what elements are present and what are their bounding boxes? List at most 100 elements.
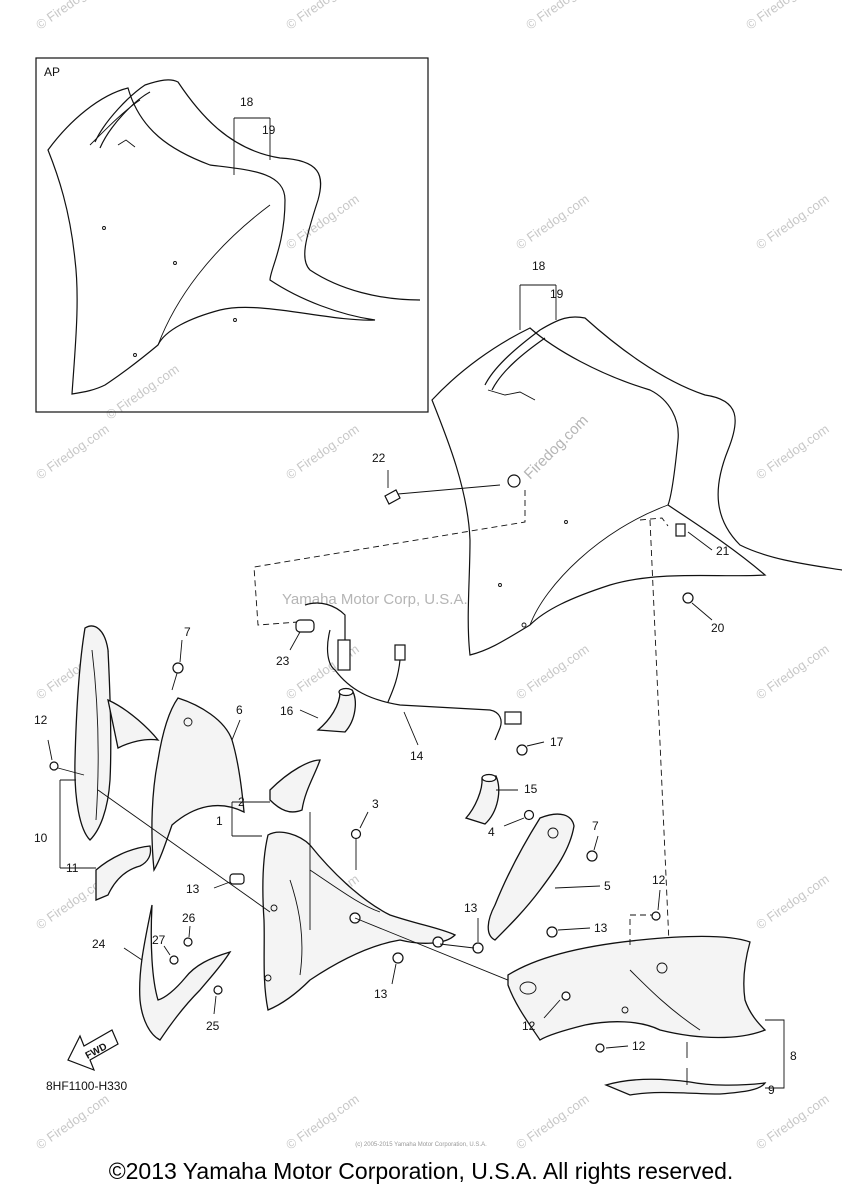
dashed-guide-12 <box>629 914 652 945</box>
callout-9: 9 <box>768 1083 775 1097</box>
damper <box>464 775 500 825</box>
screw-20 <box>682 592 694 604</box>
inset-windshield-crease <box>157 204 271 346</box>
panel-hole <box>183 717 193 727</box>
panel <box>151 697 245 873</box>
inner-cover-2 <box>269 759 321 813</box>
cowling-hole <box>621 1006 629 1014</box>
cowling-8: 8 9 12 12 12 <box>507 873 797 1097</box>
callout-18: 18 <box>532 259 546 273</box>
inset-leader-18-19 <box>233 117 271 175</box>
leader-7b <box>593 835 599 851</box>
bolt-7 <box>172 662 184 674</box>
callout-21: 21 <box>716 544 730 558</box>
panel-10-ridge <box>91 649 99 821</box>
stay-boss <box>394 644 406 661</box>
cover-24: 24 26 27 25 <box>92 904 232 1041</box>
dashed-guide <box>253 490 526 626</box>
fwd-arrow-shape <box>67 1029 119 1072</box>
well-nut-21 <box>675 523 686 537</box>
watermark: © Firedog.com <box>33 421 112 482</box>
callout-8: 8 <box>790 1049 797 1063</box>
leader-12b <box>657 889 661 911</box>
screw-head <box>350 828 362 840</box>
leader-24 <box>123 947 143 961</box>
watermark: © Firedog.com <box>753 871 832 932</box>
callout-26: 26 <box>182 911 196 925</box>
windshield-assembly: 18 19 <box>431 259 842 656</box>
bolt-shaft-line <box>397 484 501 495</box>
leader-18-19 <box>519 284 557 330</box>
callout-10: 10 <box>34 831 48 845</box>
screw-26 <box>183 937 193 947</box>
callout-5: 5 <box>604 879 611 893</box>
stay-tab <box>504 711 522 725</box>
dashed-guide-21 <box>639 517 669 527</box>
collar-13 <box>472 942 484 954</box>
dashed-guide-long <box>649 519 673 1011</box>
callout-13b: 13 <box>464 901 478 915</box>
leader-3 <box>359 811 369 829</box>
screw-25 <box>213 985 223 995</box>
stay-bar <box>304 602 502 741</box>
callout-25: 25 <box>206 1019 220 1033</box>
callout-27: 27 <box>152 933 166 947</box>
callout-3: 3 <box>372 797 379 811</box>
watermark: © Firedog.com <box>753 421 832 482</box>
leader-27 <box>163 945 171 956</box>
damper-top <box>338 687 354 697</box>
cowling-inner-edge <box>309 869 381 913</box>
leader-13d <box>391 963 397 985</box>
callout-12d: 12 <box>632 1039 646 1053</box>
assembly-line-13d <box>354 917 521 986</box>
watermark: © Firedog.com <box>523 0 602 32</box>
watermark: © Firedog.com <box>753 191 832 252</box>
inner-panel-10 <box>74 625 112 841</box>
callout-7a: 7 <box>184 625 191 639</box>
callout-18-inset: 18 <box>240 95 254 109</box>
callout-1: 1 <box>216 814 223 828</box>
trim-9 <box>604 1078 767 1096</box>
watermark: © Firedog.com <box>33 0 112 32</box>
collar-13 <box>546 926 558 938</box>
bolt-7b <box>586 850 598 862</box>
screw-3: 3 <box>350 797 379 870</box>
windshield <box>431 327 767 656</box>
tiny-copyright-notice: (c) 2005-2015 Yamaha Motor Corporation, … <box>355 1142 487 1148</box>
windshield-crease <box>529 504 669 626</box>
callout-6: 6 <box>236 703 243 717</box>
stay-bracket <box>337 639 351 671</box>
bolt-22: 22 <box>253 451 526 626</box>
leader-12d <box>605 1045 629 1049</box>
cover <box>139 904 232 1041</box>
bolt-head <box>384 489 401 505</box>
inset-hole <box>102 226 106 230</box>
leader-8-9 <box>765 1019 785 1089</box>
stamp-watermark: Yamaha Motor Corp, U.S.A. <box>282 591 468 608</box>
cowling-hole <box>519 981 537 995</box>
collar-13 <box>229 873 245 885</box>
leader-10-11 <box>59 779 96 869</box>
bolts-20-21: 21 20 <box>639 517 730 1011</box>
callout-13a: 13 <box>186 882 200 896</box>
callout-15: 15 <box>524 782 538 796</box>
fwd-arrow: FWD <box>67 1029 119 1072</box>
stamp-watermark: Firedog.com <box>521 412 592 483</box>
screw-12 <box>561 991 571 1001</box>
cowling-crease <box>629 969 701 1031</box>
cowling-hole <box>264 974 272 982</box>
leader-13a <box>213 881 231 889</box>
damper-15: 15 <box>464 773 538 825</box>
trim-strip <box>484 316 842 571</box>
leader-4 <box>503 817 525 827</box>
leader-26 <box>188 925 191 938</box>
assembly-line <box>97 789 271 913</box>
inset-trim-inner <box>99 91 151 149</box>
callout-14: 14 <box>410 749 424 763</box>
collar-13 <box>392 952 404 964</box>
inset-windshield <box>47 87 376 395</box>
cowling <box>507 935 767 1041</box>
callout-17: 17 <box>550 735 564 749</box>
leader-6 <box>231 719 241 741</box>
